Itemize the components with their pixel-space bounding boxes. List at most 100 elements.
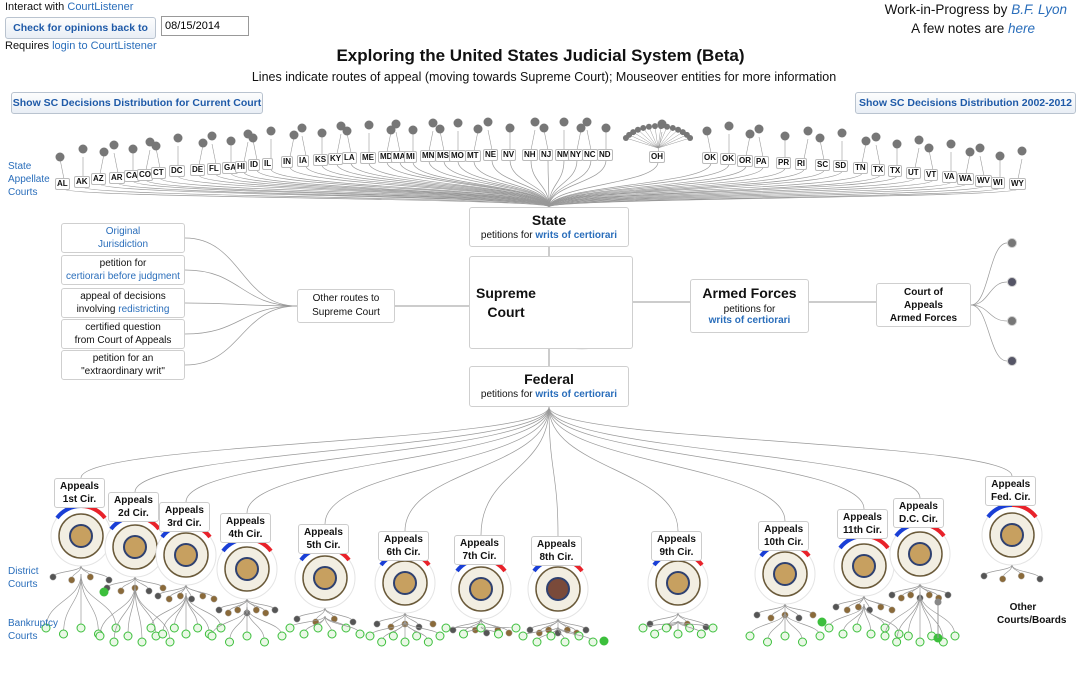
ohio-fan-line [657, 134, 687, 149]
state-label[interactable]: HI [235, 161, 247, 173]
state-label[interactable]: SC [815, 159, 831, 171]
bankruptcy-court-node [459, 629, 468, 639]
state-label[interactable]: MO [449, 150, 466, 162]
courtlistener-link[interactable]: CourtListener [67, 1, 134, 13]
state-label[interactable]: PA [754, 156, 769, 168]
author-link[interactable]: B.F. Lyon [1011, 2, 1067, 17]
state-label[interactable]: IA [297, 155, 309, 167]
state-label[interactable]: NC [582, 149, 598, 161]
state-label[interactable]: NY [568, 149, 584, 161]
sc-distribution-range-button[interactable]: Show SC Decisions Distribution 2002-2012 [855, 92, 1076, 114]
state-label[interactable]: WY [1009, 178, 1026, 190]
district-court-node [68, 576, 76, 584]
check-opinions-button[interactable]: Check for opinions back to [5, 17, 156, 39]
state-label[interactable]: TX [888, 165, 903, 177]
district-court-node [535, 629, 543, 637]
other-routes-box[interactable]: Other routes to Supreme Court [297, 289, 395, 323]
state-label[interactable]: IN [281, 156, 293, 168]
state-label[interactable]: IL [262, 158, 274, 170]
state-label[interactable]: NE [483, 149, 499, 161]
state-label[interactable]: DC [169, 165, 185, 177]
state-label[interactable]: FL [207, 163, 221, 175]
state-label[interactable]: UT [906, 167, 921, 179]
route-cert-before-judgment[interactable]: petition for certiorari before judgment [61, 255, 185, 285]
state-label[interactable]: RI [795, 158, 807, 170]
state-label[interactable]: AL [55, 178, 70, 190]
state-label[interactable]: OK [720, 153, 736, 165]
route-extraordinary-writ[interactable]: petition for an "extraordinary writ" [61, 350, 185, 380]
state-label[interactable]: TX [871, 164, 886, 176]
state-label[interactable]: DE [190, 164, 206, 176]
sc-distribution-current-button[interactable]: Show SC Decisions Distribution for Curre… [11, 92, 263, 114]
federal-box[interactable]: Federal petitions for writs of certiorar… [469, 366, 629, 407]
federal-to-circuit-line [404, 406, 550, 532]
state-label[interactable]: OK [702, 152, 718, 164]
state-label[interactable]: WI [991, 177, 1005, 189]
state-label[interactable]: MI [404, 151, 417, 163]
state-label[interactable]: VA [942, 171, 957, 183]
state-label[interactable]: OH [649, 151, 665, 163]
state-label[interactable]: NV [501, 149, 517, 161]
state-label[interactable]: SD [833, 160, 849, 172]
state-label[interactable]: MT [465, 150, 481, 162]
route-connector [184, 237, 298, 307]
federal-to-circuit-line [548, 406, 865, 510]
circuit-label-appeals: Appeals [537, 539, 576, 550]
route-certified-question[interactable]: certified question from Court of Appeals [61, 319, 185, 349]
state-label[interactable]: CT [151, 167, 166, 179]
ohio-court-node [651, 123, 658, 130]
armed-writs-link[interactable]: writs of certiorari [708, 315, 791, 326]
state-label[interactable]: KY [328, 153, 344, 165]
state-label[interactable]: ME [360, 152, 376, 164]
state-label[interactable]: ND [597, 149, 613, 161]
bankruptcy-court-node [181, 629, 191, 639]
state-label[interactable]: TN [853, 162, 868, 174]
state-label[interactable]: KS [313, 154, 329, 166]
state-court-node [1017, 146, 1027, 156]
date-input[interactable] [161, 16, 249, 36]
state-stem [155, 147, 161, 169]
supreme-court-box[interactable]: Supreme Court [469, 256, 633, 349]
caaf-box[interactable]: Court of Appeals Armed Forces [876, 283, 971, 327]
federal-writs-link[interactable]: writs of certiorari [535, 389, 618, 400]
state-label[interactable]: AZ [91, 173, 106, 185]
route-redistricting[interactable]: appeal of decisions involving redistrict… [61, 288, 185, 318]
bankruptcy-court-node [423, 637, 433, 647]
state-writs-link[interactable]: writs of certiorari [535, 230, 618, 241]
district-court-node [429, 620, 437, 628]
circuit-label-name: Fed. Cir. [991, 492, 1031, 503]
state-box[interactable]: State petitions for writs of certiorari [469, 207, 629, 247]
state-label[interactable]: WV [975, 175, 992, 187]
state-label[interactable]: MN [420, 150, 437, 162]
state-label[interactable]: NH [522, 149, 538, 161]
route-ew-l2: "extraordinary writ" [81, 366, 165, 377]
state-label[interactable]: NJ [539, 149, 554, 161]
requires-prefix: Requires [5, 40, 50, 52]
state-label[interactable]: ID [248, 159, 260, 171]
state-label[interactable]: AK [74, 176, 90, 188]
state-label[interactable]: PR [776, 157, 792, 169]
route-original-jurisdiction[interactable]: Original Jurisdiction [61, 223, 185, 253]
state-label[interactable]: OR [737, 155, 753, 167]
login-link[interactable]: login to CourtListener [52, 40, 157, 52]
state-label[interactable]: AR [109, 172, 125, 184]
state-label[interactable]: LA [342, 152, 357, 164]
state-label[interactable]: VT [924, 169, 939, 181]
armed-forces-box[interactable]: Armed Forces petitions for writs of cert… [690, 279, 809, 333]
state-label[interactable]: WA [957, 173, 974, 185]
notes-link[interactable]: here [1007, 21, 1035, 36]
